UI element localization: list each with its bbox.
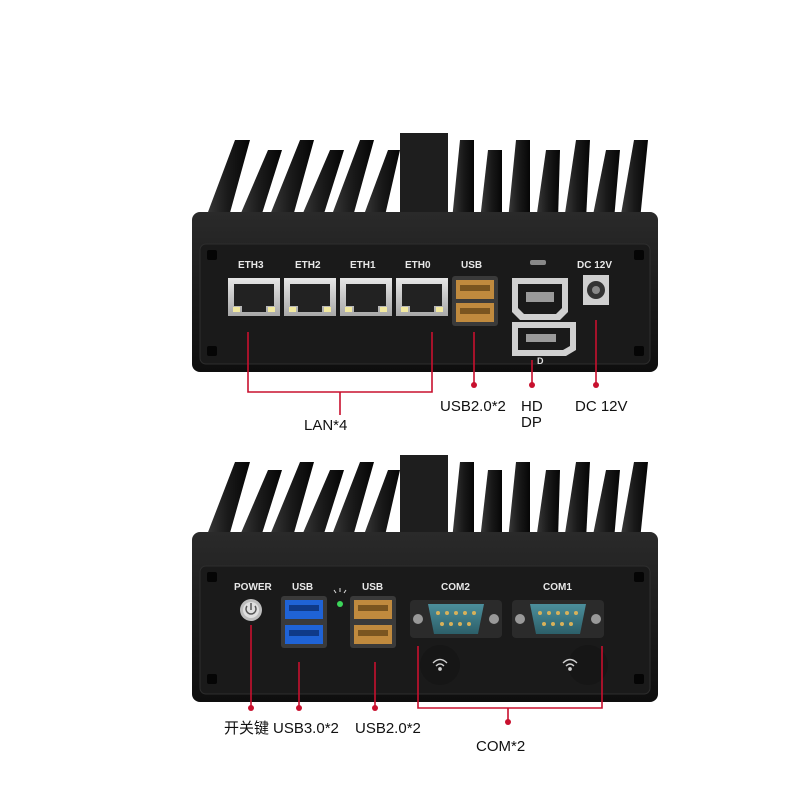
eth2-port — [284, 278, 336, 316]
eth2-label: ETH2 — [295, 260, 321, 271]
usb3-label: USB — [292, 582, 313, 593]
top-screws — [207, 250, 644, 356]
antenna-mounts — [420, 645, 608, 685]
top-mini-pc: ETH3 ETH2 ETH1 ETH0 USB DC 12V — [192, 133, 658, 372]
eth0-port — [396, 278, 448, 316]
com2-label: COM2 — [441, 582, 470, 593]
dp-callout: DP — [521, 414, 542, 431]
usb-label: USB — [461, 260, 482, 271]
usb2-port-stack — [452, 276, 498, 326]
bottom-screws — [207, 572, 644, 684]
com2-port — [410, 600, 502, 638]
usb2-port-stack-bottom — [350, 596, 396, 648]
wifi-icon-left — [432, 658, 448, 671]
eth1-label: ETH1 — [350, 260, 376, 271]
bottom-callout-dots — [248, 705, 511, 725]
light-icon — [333, 588, 347, 594]
hdmi-port — [512, 278, 568, 320]
dc-label: DC 12V — [577, 260, 612, 271]
power-callout: 开关键 — [224, 720, 269, 737]
bottom-callout-lines — [250, 625, 603, 722]
dc-callout: DC 12V — [575, 398, 628, 415]
eth3-port — [228, 278, 280, 316]
usb2-callout-bottom: USB2.0*2 — [355, 720, 421, 737]
lan-callout: LAN*4 — [304, 417, 347, 434]
eth1-port — [340, 278, 392, 316]
power-button — [240, 599, 262, 621]
eth0-label: ETH0 — [405, 260, 431, 271]
usb3-callout: USB3.0*2 — [273, 720, 339, 737]
usb2-label-bottom: USB — [362, 582, 383, 593]
usb3-port-stack — [281, 596, 327, 648]
top-heatsink-fins — [205, 133, 648, 223]
micro-usb-port — [530, 260, 546, 265]
wifi-icon-right — [562, 658, 578, 671]
power-label: POWER — [234, 582, 273, 593]
com1-port — [512, 600, 604, 638]
displayport-port: D — [512, 322, 576, 366]
usb2-callout-top: USB2.0*2 — [440, 398, 506, 415]
eth3-label: ETH3 — [238, 260, 264, 271]
power-icon — [245, 603, 257, 615]
hd-callout: HD — [521, 398, 543, 415]
bottom-mini-pc: POWER USB USB COM2 COM1 — [192, 455, 658, 702]
com1-label: COM1 — [543, 582, 572, 593]
top-callout-lines — [247, 320, 597, 415]
svg-text:D: D — [537, 356, 544, 366]
led-indicator — [333, 588, 347, 607]
bottom-heatsink-fins — [205, 455, 648, 543]
dc-jack — [583, 275, 609, 305]
top-callout-dots — [471, 382, 599, 388]
com-callout: COM*2 — [476, 738, 525, 755]
